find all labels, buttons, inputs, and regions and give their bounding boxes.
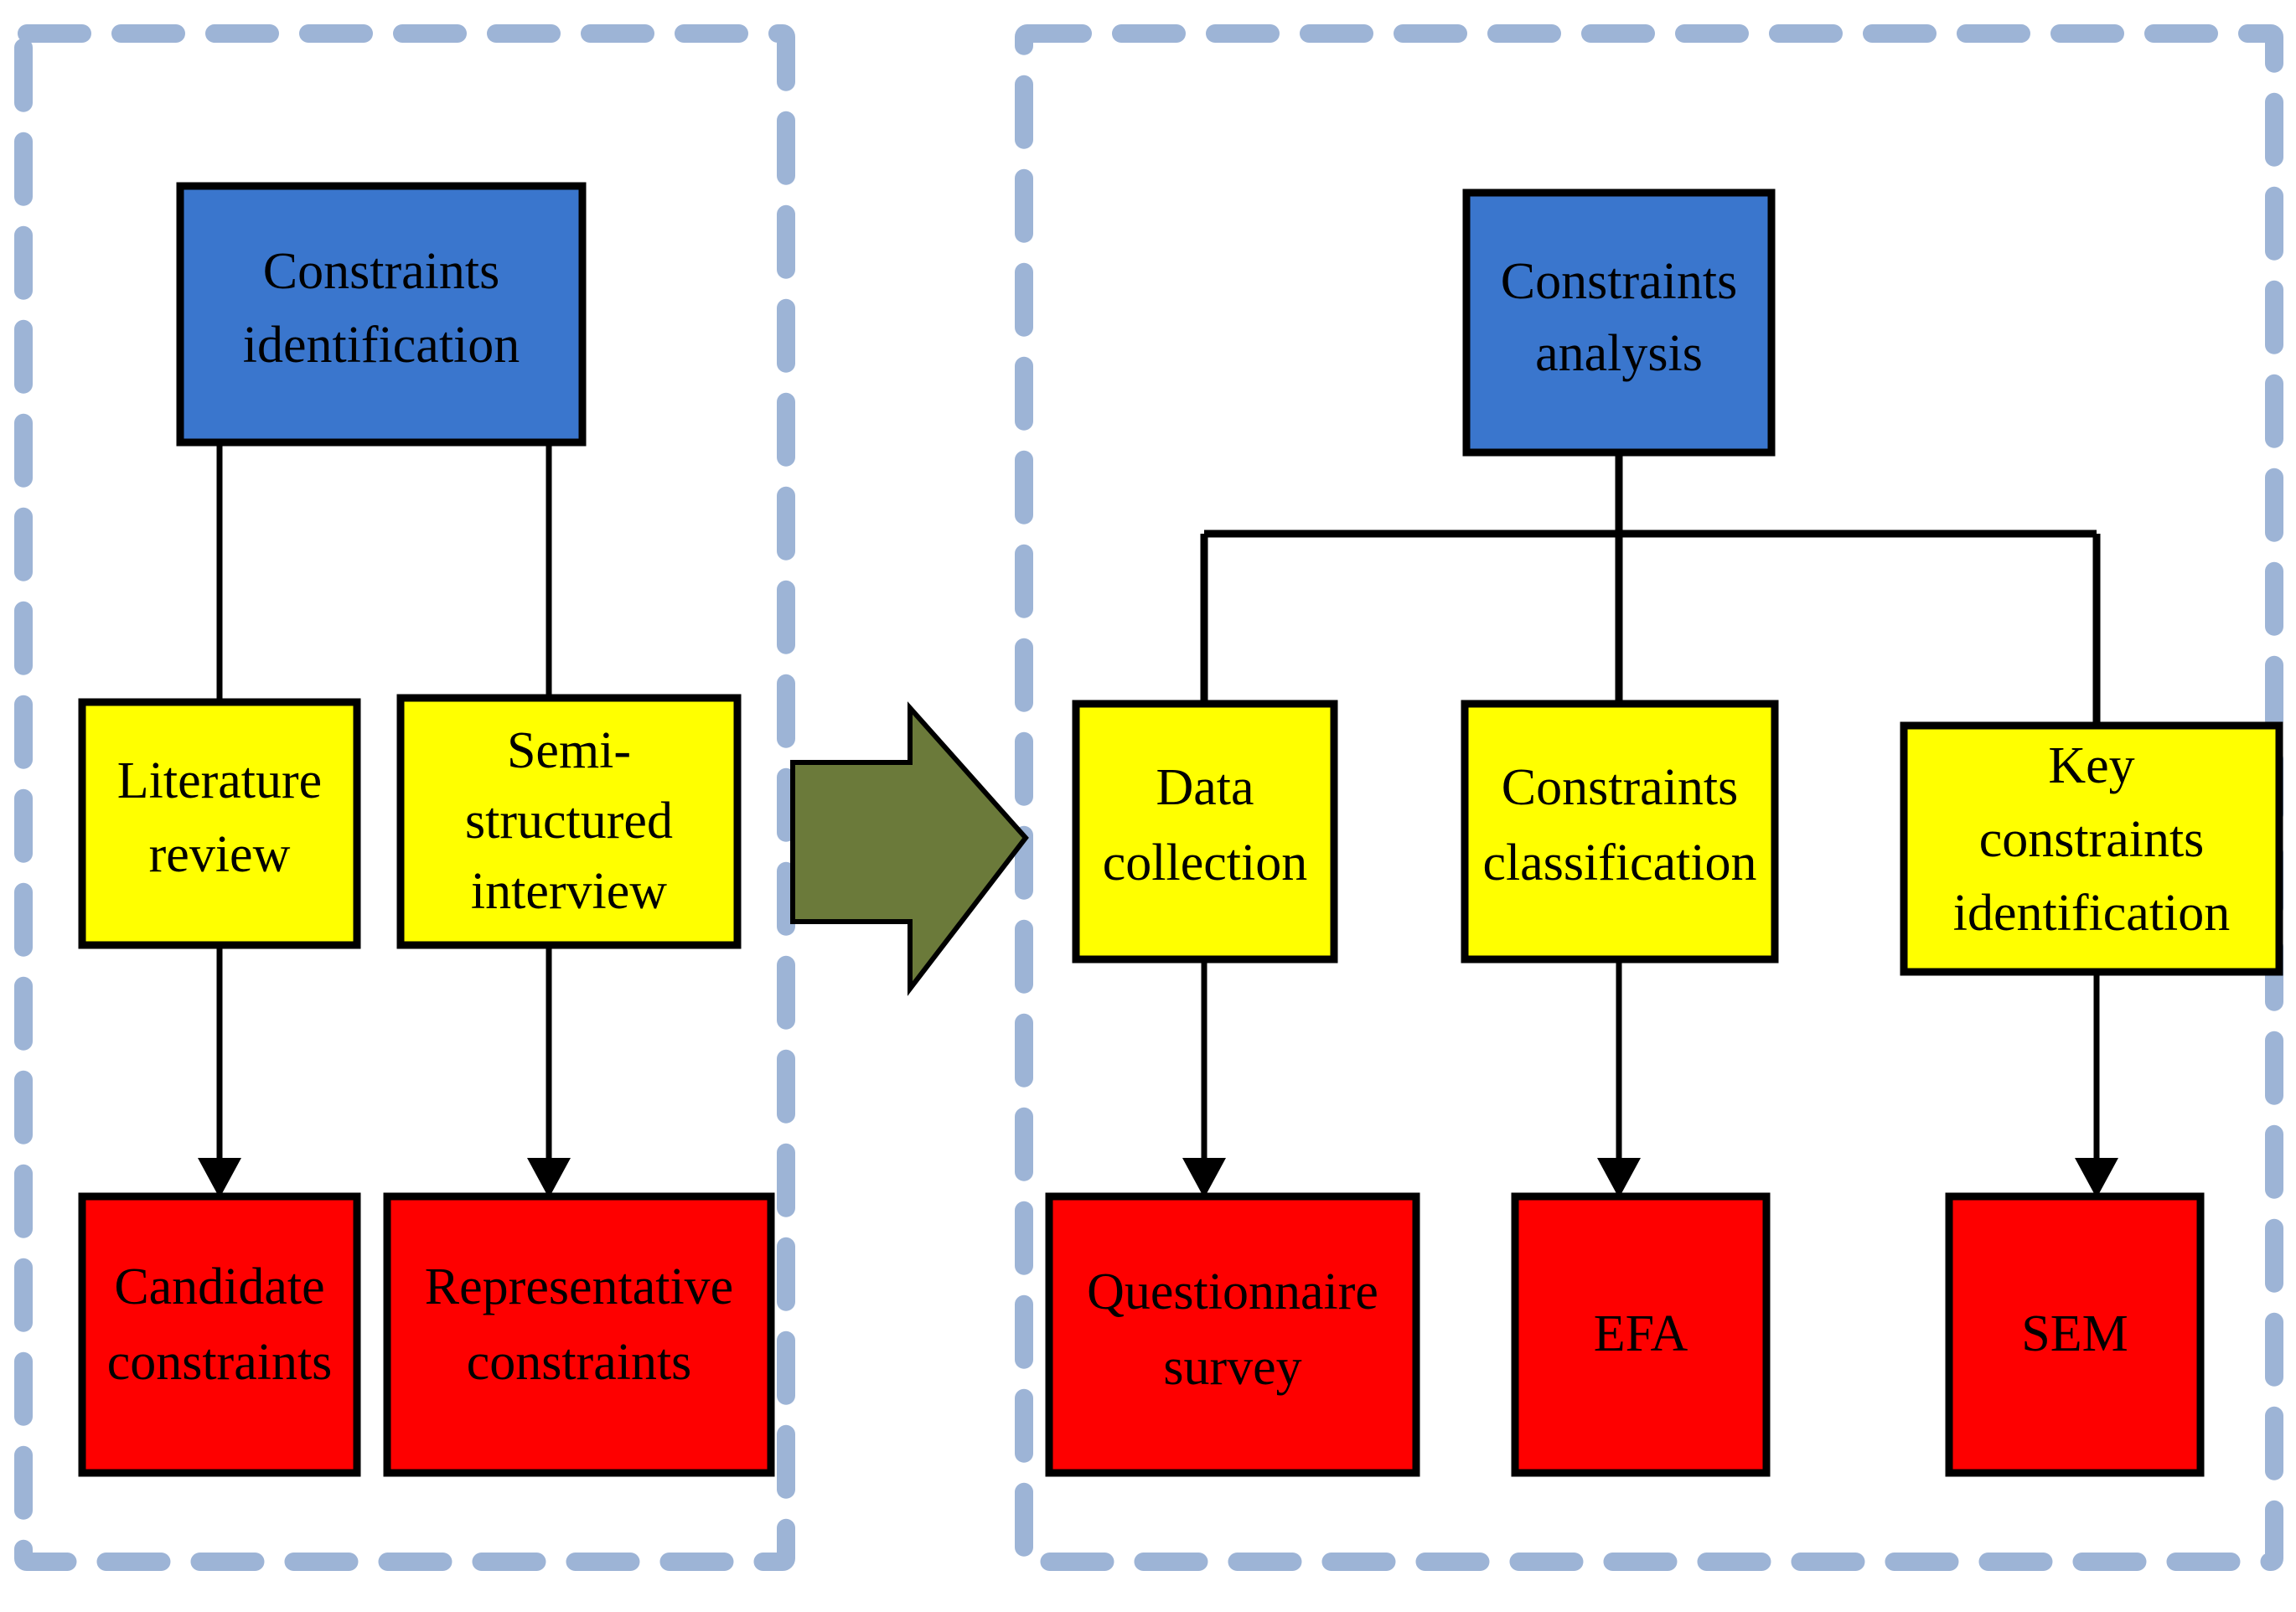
group-frame-constraints-identification [14,24,795,1571]
node-representative-constraints-line1: Representative [425,1258,733,1315]
arrowhead-interview-to-representative [527,1158,571,1198]
arrowhead-key-identification-to-sem [2075,1158,2118,1198]
node-literature-review-line2: review [149,826,291,883]
node-constraints-classification-line1: Constraints [1502,759,1738,816]
arrowhead-data-collection-to-questionnaire [1182,1158,1226,1198]
node-constraints-classification[interactable]: Constraints classification [1461,700,1779,964]
node-questionnaire-survey[interactable]: Questionnaire survey [1045,1192,1420,1477]
node-semi-structured-interview-line2: structured [465,793,673,850]
node-efa[interactable]: EFA [1511,1192,1771,1477]
node-candidate-constraints-rect [78,1192,361,1477]
node-constraints-classification-line2: classification [1482,834,1756,891]
node-constraints-analysis-rect [1462,189,1776,457]
node-sem[interactable]: SEM [1945,1192,2205,1477]
node-constraints-analysis-line1: Constraints [1501,253,1737,310]
node-semi-structured-interview-line3: interview [471,863,667,920]
node-key-constraints-identification[interactable]: Key constraints identification [1900,721,2283,976]
node-key-constraints-identification-rect [1900,721,2283,976]
node-literature-review-line1: Literature [117,752,322,809]
node-representative-constraints-rect [383,1192,775,1477]
node-key-constraints-identification-line2: constraints [1979,811,2205,868]
node-constraints-identification[interactable]: Constraints identification [176,182,587,447]
arrowhead-classification-to-efa [1597,1158,1641,1198]
node-candidate-constraints-line2: constraints [107,1334,333,1391]
node-semi-structured-interview[interactable]: Semi- structured interview [396,694,742,949]
node-sem-rect [1945,1192,2205,1477]
node-literature-review[interactable]: Literature review [78,698,361,949]
node-sem-label: SEM [2021,1305,2128,1362]
node-key-constraints-identification-line1: Key [2048,737,2134,794]
node-efa-label: EFA [1594,1305,1688,1362]
node-constraints-identification-line1: Constraints [263,243,499,300]
node-constraints-identification-line2: identification [243,317,520,374]
stage-transition-arrow [790,701,1029,996]
node-representative-constraints[interactable]: Representative constraints [383,1192,775,1477]
node-literature-review-rect [78,698,361,949]
node-questionnaire-survey-rect [1045,1192,1420,1477]
node-constraints-classification-rect [1461,700,1779,964]
node-representative-constraints-line2: constraints [467,1334,692,1391]
node-efa-rect [1511,1192,1771,1477]
node-constraints-analysis-line2: analysis [1535,325,1703,382]
node-data-collection[interactable]: Data collection [1072,700,1338,964]
node-questionnaire-survey-line1: Questionnaire [1087,1263,1378,1320]
arrowhead-literature-to-candidate [198,1158,241,1198]
node-semi-structured-interview-rect [396,694,742,949]
node-semi-structured-interview-line1: Semi- [507,722,631,779]
node-questionnaire-survey-line2: survey [1163,1339,1301,1396]
node-candidate-constraints-line1: Candidate [114,1258,324,1315]
node-data-collection-rect [1072,700,1338,964]
node-constraints-analysis[interactable]: Constraints analysis [1462,189,1776,457]
node-constraints-identification-rect [176,182,587,447]
node-data-collection-line2: collection [1103,834,1307,891]
node-key-constraints-identification-line3: identification [1953,885,2231,942]
node-data-collection-line1: Data [1156,759,1254,816]
node-candidate-constraints[interactable]: Candidate constraints [78,1192,361,1477]
